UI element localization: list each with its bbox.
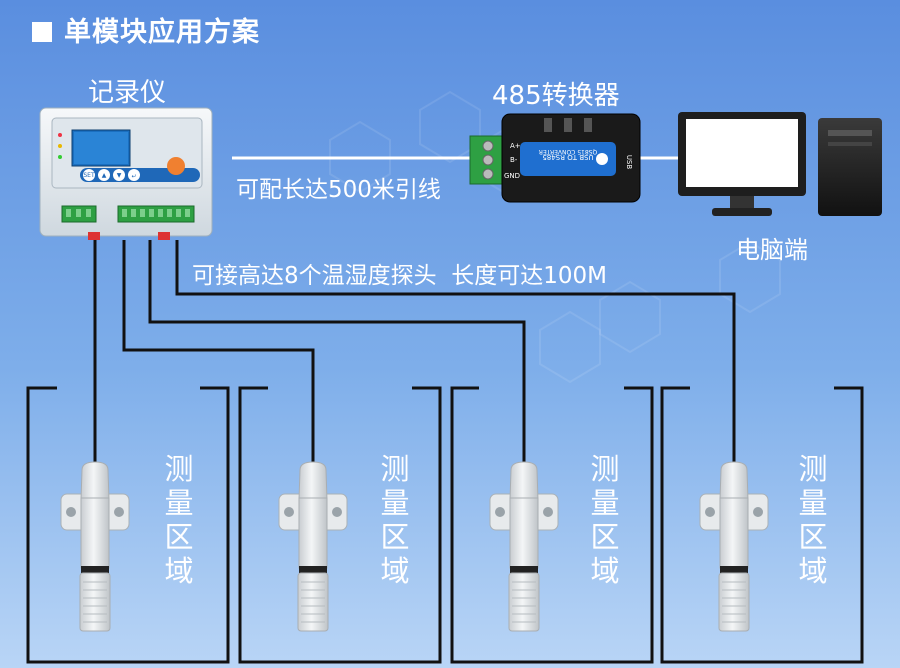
recorder-up-button-label: ▲ bbox=[102, 172, 107, 179]
page-title: 单模块应用方案 bbox=[32, 10, 260, 49]
recorder-enter-button-label: ↵ bbox=[131, 173, 136, 180]
terminal-label-gnd: GND bbox=[504, 172, 520, 180]
zone-brackets bbox=[26, 386, 864, 664]
converter-label: 485转换器 bbox=[492, 81, 620, 111]
converter-face-text: USB TO RS485 bbox=[542, 153, 593, 161]
zone-label-2: 测量区域 bbox=[380, 452, 410, 588]
recorder-device bbox=[39, 107, 213, 240]
recorder-set-button-label: SET bbox=[83, 172, 95, 179]
terminal-label-b: B- bbox=[510, 156, 518, 164]
computer-label: 电脑端 bbox=[736, 236, 808, 264]
converter-port-label: USB bbox=[625, 155, 633, 170]
probe-cables bbox=[93, 240, 736, 470]
probe-note: 可接高达8个温湿度探头 长度可达100M bbox=[192, 263, 607, 289]
title-square-icon bbox=[32, 22, 52, 42]
zone-label-1: 测量区域 bbox=[164, 452, 194, 588]
cable-note: 可配长达500米引线 bbox=[236, 177, 441, 203]
zone-label-4: 测量区域 bbox=[798, 452, 828, 588]
terminal-label-a: A+ bbox=[510, 142, 521, 150]
zone-label-3: 测量区域 bbox=[590, 452, 620, 588]
computer bbox=[678, 112, 882, 216]
recorder-label: 记录仪 bbox=[88, 78, 167, 108]
rs485-converter bbox=[469, 113, 641, 203]
recorder-down-button-label: ▼ bbox=[117, 172, 122, 179]
page-title-text: 单模块应用方案 bbox=[64, 17, 260, 48]
converter-face-subtext: QS815 CONVERTER bbox=[539, 148, 598, 155]
